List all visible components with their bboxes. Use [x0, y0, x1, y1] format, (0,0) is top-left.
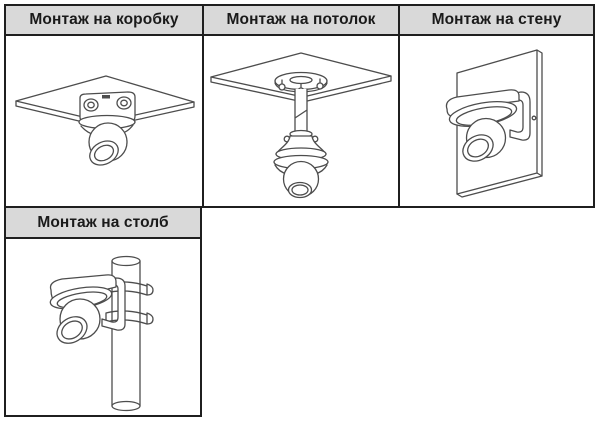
- pendant-mount: [274, 71, 328, 161]
- box-mount-illustration: [15, 74, 195, 166]
- wall-mount-illustration: [445, 48, 543, 198]
- header-pole-mount: Монтаж на столб: [6, 208, 200, 239]
- turret-camera: [445, 88, 537, 162]
- turret-camera: [273, 154, 329, 198]
- pole-mount-illustration: [49, 255, 154, 412]
- cell-pole-mount: [6, 239, 200, 415]
- header-wall-mount: Монтаж на стену: [400, 6, 593, 36]
- turret-camera: [78, 90, 136, 166]
- pole-mount-table: Монтаж на столб: [4, 206, 202, 417]
- turret-camera: [49, 274, 126, 344]
- ceiling-mount-illustration: [210, 51, 392, 198]
- pole: [111, 255, 141, 412]
- cell-wall-mount: [400, 36, 593, 206]
- cell-box-mount: [6, 36, 204, 206]
- cell-ceiling-mount: [204, 36, 400, 206]
- mount-options-table: Монтаж на коробку Монтаж на потолок Монт…: [4, 4, 595, 208]
- header-box-mount: Монтаж на коробку: [6, 6, 204, 36]
- header-ceiling-mount: Монтаж на потолок: [204, 6, 400, 36]
